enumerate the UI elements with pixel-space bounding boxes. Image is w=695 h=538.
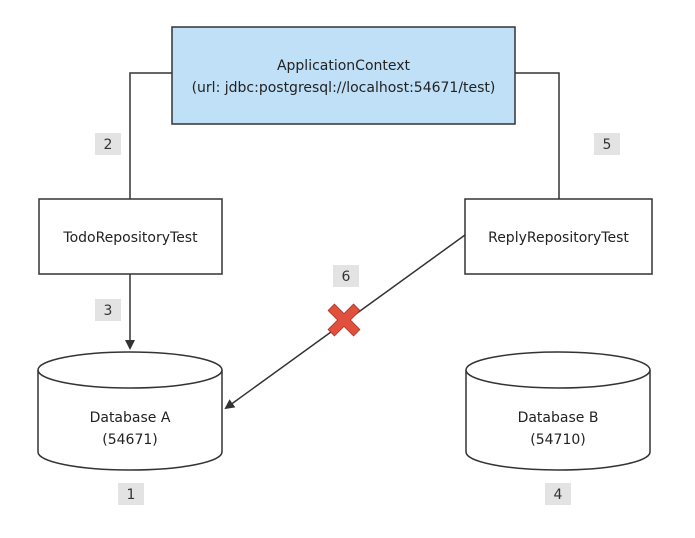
step-badge-4: 4 xyxy=(545,483,571,505)
step-badge-3: 3 xyxy=(95,299,121,321)
context-to-reply-connector xyxy=(515,72,560,199)
todo-repository-test-label: TodoRepositoryTest xyxy=(62,230,198,246)
step-badge-6: 6 xyxy=(333,265,359,287)
context-to-todo-connector xyxy=(129,72,172,199)
database-a-cylinder xyxy=(37,351,223,471)
application-context-title: ApplicationContext xyxy=(277,58,411,74)
step-badge-6-label: 6 xyxy=(342,269,351,285)
database-b-port: (54710) xyxy=(530,432,585,448)
step-badge-5: 5 xyxy=(594,133,620,155)
database-b-name: Database B xyxy=(518,410,599,426)
step-badge-3-label: 3 xyxy=(104,303,113,319)
step-badge-5-label: 5 xyxy=(603,137,612,153)
todo-repository-test-box xyxy=(38,198,223,275)
step-badge-2: 2 xyxy=(95,133,121,155)
database-a-port: (54671) xyxy=(102,432,157,448)
application-context-box xyxy=(171,26,516,125)
step-badge-1-label: 1 xyxy=(127,487,136,503)
database-b-cylinder xyxy=(465,351,651,471)
step-badge-2-label: 2 xyxy=(104,137,113,153)
database-a-name: Database A xyxy=(90,410,171,426)
application-context-url: (url: jdbc:postgresql://localhost:54671/… xyxy=(192,80,496,96)
reply-repository-test-label: ReplyRepositoryTest xyxy=(488,230,629,246)
reply-repository-test-box xyxy=(464,198,653,275)
step-badge-4-label: 4 xyxy=(554,487,563,503)
step-badge-1: 1 xyxy=(118,483,144,505)
cross-icon xyxy=(327,303,361,337)
